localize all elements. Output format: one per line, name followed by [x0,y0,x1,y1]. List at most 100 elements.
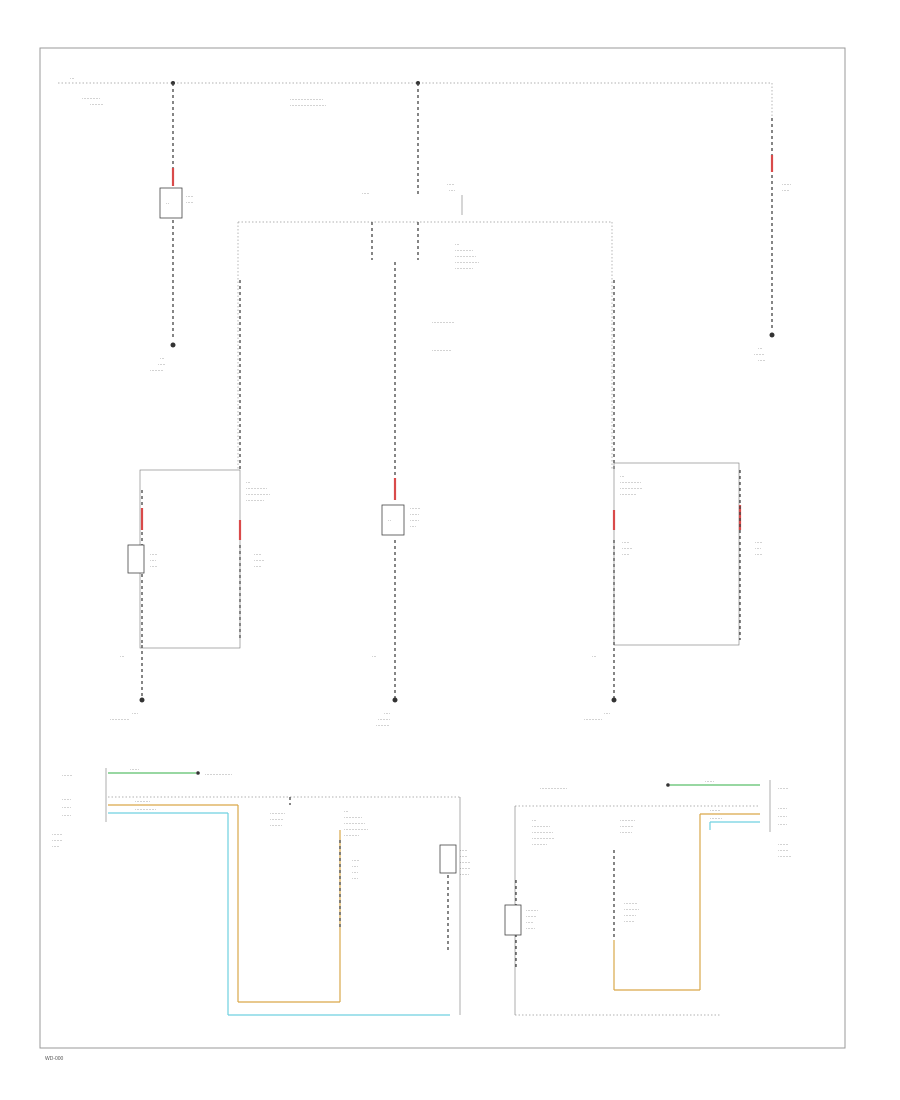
svg-text:··: ·· [166,201,169,206]
svg-text:···: ··· [758,346,763,351]
svg-text:·············: ············· [110,717,129,722]
svg-text:·····: ····· [150,564,158,569]
svg-text:···········: ··········· [620,492,636,497]
svg-text:··············: ·············· [135,807,156,812]
svg-text:···············: ··············· [620,486,642,491]
svg-text:··········: ·········· [532,842,547,847]
svg-text:·············: ············· [432,348,451,353]
svg-text:·······: ······· [62,773,73,778]
svg-text:···············: ··············· [432,320,454,325]
svg-text:············: ············ [455,266,473,271]
svg-text:·····: ····· [782,188,790,193]
svg-text:·····: ····· [362,191,370,196]
svg-text:·····: ····· [447,182,455,187]
center-upper: ····· ····· ···· ··· ············ ······… [237,83,613,470]
svg-text:······: ······ [62,797,71,802]
svg-text:···············: ··············· [532,836,554,841]
svg-text:·······: ······· [778,842,789,847]
svg-text:················: ················ [455,260,479,265]
svg-text:·······: ······· [778,848,789,853]
svg-text:······: ······ [782,182,791,187]
svg-text:············: ············ [532,824,550,829]
svg-text:·········: ········· [624,901,638,906]
svg-text:·····: ····· [158,362,166,367]
svg-text:·····: ····· [758,358,766,363]
svg-text:······················: ······················ [290,97,323,102]
svg-text:······: ······ [130,767,139,772]
left-stop-lamp-branch: ··· ·············· ················ ····… [110,280,270,722]
svg-text:····: ···· [352,870,358,875]
svg-text:·····: ····· [755,540,763,545]
svg-text:···: ··· [455,242,460,247]
svg-text:·······: ······· [52,832,63,837]
svg-text:·········: ········· [90,102,104,107]
svg-text:·······: ······· [710,808,721,813]
svg-text:······: ······ [410,512,419,517]
diagram-border [39,47,846,1049]
svg-text:·······: ······· [778,786,789,791]
svg-text:···: ··· [120,654,125,659]
svg-text:············: ············ [455,248,473,253]
svg-text:···: ··· [246,480,251,485]
svg-text:·······: ······· [254,558,265,563]
svg-text:······: ······ [62,813,71,818]
svg-text:···: ··· [70,76,75,81]
svg-text:················: ················ [246,492,270,497]
svg-text:··: ·· [388,518,391,523]
right-top-branch: ······ ····· ··· ······· ····· [754,118,791,363]
svg-text:·····: ····· [150,552,158,557]
svg-text:····: ···· [410,524,416,529]
svg-text:··············: ·············· [620,480,641,485]
svg-text:·······: ······· [460,866,471,871]
svg-text:········: ········ [624,913,636,918]
svg-text:········: ········ [378,717,390,722]
svg-text:·····: ····· [460,848,468,853]
svg-text:·····: ····· [526,920,534,925]
diagram-code: WD-000 [45,1056,64,1062]
svg-text:····: ···· [150,558,156,563]
svg-text:······: ······ [460,872,469,877]
svg-text:····: ···· [352,876,358,881]
svg-text:····: ···· [604,711,610,716]
svg-text:············: ············ [82,96,100,101]
svg-text:······: ······ [778,814,787,819]
svg-text:···: ··· [532,818,537,823]
left-top-branch: ·· ····· ····· ··· ····· ········· [150,83,194,373]
svg-text:····: ···· [449,188,455,193]
svg-text:··········: ·········· [270,811,285,816]
svg-text:········: ········ [526,908,538,913]
svg-text:·····: ····· [186,200,194,205]
svg-text:··········: ·········· [135,799,150,804]
svg-text:·····: ····· [254,564,262,569]
svg-text:·········: ········· [778,854,792,859]
svg-text:··········: ·········· [344,833,359,838]
svg-text:······: ······ [705,779,714,784]
svg-text:·········: ········· [270,817,284,822]
svg-text:······: ······ [778,822,787,827]
svg-text:············: ············ [344,815,362,820]
svg-text:·········: ········· [376,723,390,728]
bottom-left-module: ······· ······ ······ ······ ······· ···… [52,767,471,1016]
svg-text:···: ··· [620,474,625,479]
svg-text:············: ············ [246,498,264,503]
svg-text:···: ··· [372,654,377,659]
svg-text:············: ············ [584,717,602,722]
svg-text:·····: ····· [622,552,630,557]
svg-text:···: ··· [592,654,597,659]
svg-text:··········: ·········· [624,907,639,912]
svg-text:·····: ····· [52,844,60,849]
svg-text:·········: ········· [620,824,634,829]
right-stop-lamp-branch: ··· ·············· ··············· ·····… [584,280,763,722]
svg-text:·····: ····· [755,552,763,557]
svg-text:·····: ····· [460,854,468,859]
svg-text:·······: ······· [410,506,421,511]
svg-text:························: ························ [290,103,326,108]
svg-text:·····: ····· [622,540,630,545]
svg-text:····: ···· [755,546,761,551]
svg-text:··············: ·············· [455,254,476,259]
svg-text:·····: ····· [352,858,360,863]
svg-text:················: ················ [344,827,368,832]
svg-text:········: ········ [620,830,632,835]
svg-text:·······: ······· [622,546,633,551]
